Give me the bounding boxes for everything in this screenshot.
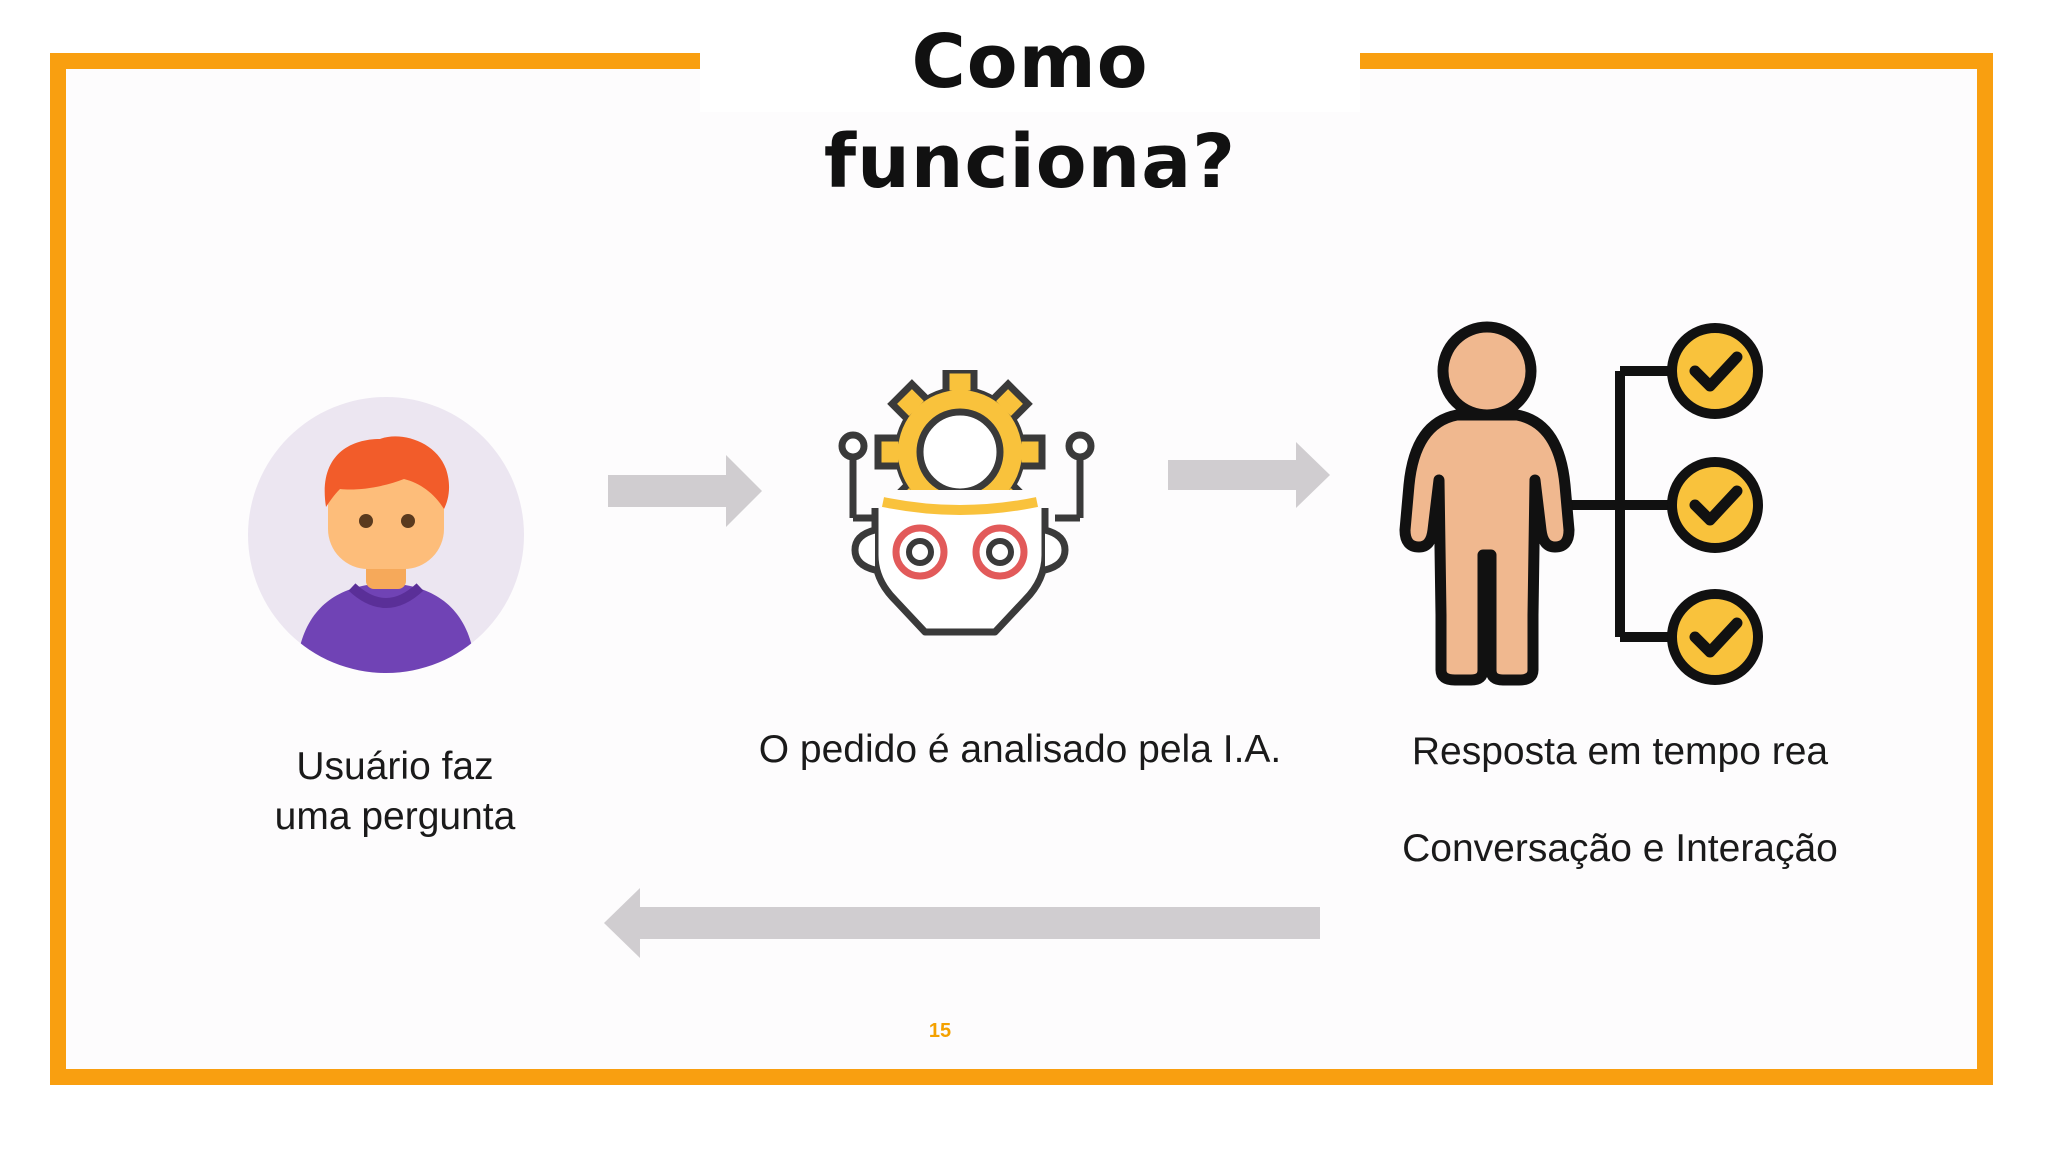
person-checklist-icon [1395,315,1775,695]
step3-caption-line2: Conversação e Interação [1402,827,1838,870]
arrow-left-return [604,888,1320,958]
slide-title: Como funciona? [700,12,1360,205]
step1-caption-line2: uma pergunta [274,795,516,838]
step3-caption-line1: Resposta em tempo rea [1411,730,1829,773]
arrow-right-1 [608,455,762,527]
arrow-right-2 [1168,442,1330,508]
ai-robot-gear-icon [825,366,1095,660]
step1-caption: Usuário faz uma pergunta [245,742,545,842]
user-avatar-icon [248,397,524,673]
page-number: 15 [928,1020,952,1042]
step2-caption: O pedido é analisado pela I.A. [758,728,1282,771]
step1-caption-line1: Usuário faz [296,745,494,788]
